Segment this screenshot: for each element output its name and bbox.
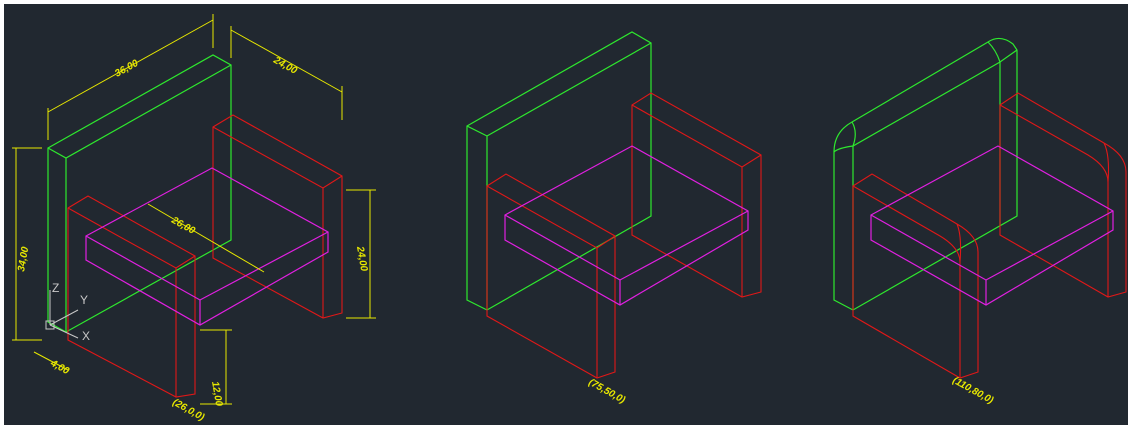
point-label-chair-2: (75,50,0) [587,377,628,406]
dim-seat-depth: 26,00 [169,215,197,237]
chair-3-seat [870,145,1114,306]
chair-1-right-arm [212,114,343,319]
chair-3-left-leg [852,173,979,379]
chair-2: (75,50,0) [466,31,762,406]
dim-height-right: 24,00 [354,245,369,273]
point-label-chair-1: (26,0,0) [171,397,207,424]
dim-leg-height: 12,00 [209,381,224,408]
chair-1-back [47,54,232,333]
chair-1-dimensions [12,14,376,405]
chair-3-back [833,37,1018,311]
cad-viewport[interactable]: 36,00 24,00 34,00 24,00 26,00 4,00 12,00… [4,4,1128,425]
chair-1-left-leg [67,195,196,398]
point-label-chair-3: (110,80,0) [951,375,996,407]
chair-2-seat [504,145,749,306]
chair-2-left-leg [486,173,616,379]
ucs-x-label: X [82,329,90,343]
ucs-z-label: Z [52,281,59,295]
chair-3: (110,80,0) [833,37,1127,407]
chair-1: 36,00 24,00 34,00 24,00 26,00 4,00 12,00… [12,14,376,424]
chair-3-right-arm [999,92,1127,298]
dim-depth-top: 24,00 [271,55,299,77]
ucs-icon [45,290,79,339]
drawing-svg: 36,00 24,00 34,00 24,00 26,00 4,00 12,00… [12,14,1127,424]
dim-width-top: 36,00 [113,58,141,80]
dim-leg-width: 4,00 [48,358,72,378]
dim-height-left: 34,00 [16,246,31,273]
chair-2-back [466,31,652,311]
chair-2-right-arm [631,92,762,298]
ucs-y-label: Y [80,293,88,307]
chair-1-seat [85,167,329,326]
